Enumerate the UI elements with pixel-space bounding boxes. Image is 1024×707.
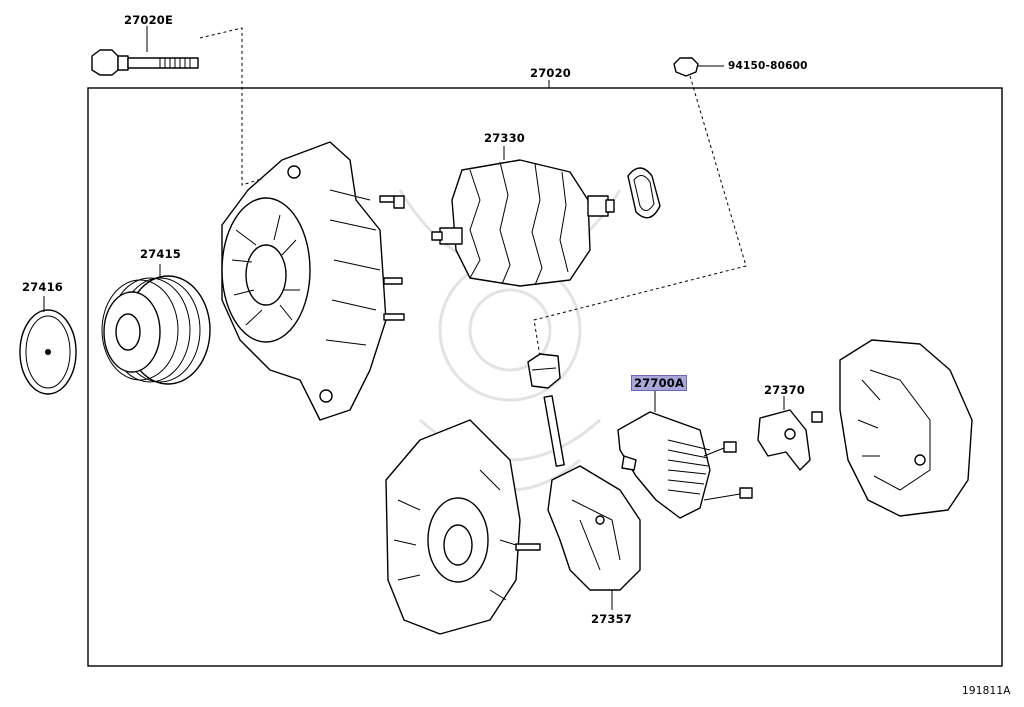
- brush-holder-icon: [543, 395, 641, 591]
- rotor-icon: [431, 159, 615, 287]
- drive-end-frame-icon: [385, 419, 541, 635]
- illustration-id: 191811A: [962, 685, 1011, 697]
- screw-icon: [703, 441, 753, 501]
- regulator-part-number[interactable]: 27700A: [631, 375, 688, 391]
- pulley-cover-icon: [19, 309, 77, 395]
- nut-part-number[interactable]: 94150-80600: [728, 60, 808, 72]
- spacer-ring-icon: [627, 167, 661, 219]
- terminal-insulator-icon: [757, 409, 823, 471]
- rear-end-cover-icon: [839, 339, 973, 517]
- pulley-icon: [101, 275, 211, 385]
- nut-icon: [673, 57, 699, 77]
- bolt-part-number[interactable]: 27020E: [124, 13, 174, 27]
- assembly-part-number[interactable]: 27020: [530, 66, 572, 80]
- regulator-icon: [617, 411, 711, 519]
- rotor-part-number[interactable]: 27330: [484, 131, 526, 145]
- front-housing-icon: [221, 141, 405, 421]
- terminal-insulator-part-number[interactable]: 27370: [764, 383, 806, 397]
- bolt-icon: [91, 49, 199, 76]
- assembly-frame: [87, 87, 1003, 667]
- pulley-cover-part-number[interactable]: 27416: [22, 280, 64, 294]
- pulley-part-number[interactable]: 27415: [140, 247, 182, 261]
- brush-holder-part-number[interactable]: 27357: [591, 612, 633, 626]
- bearing-insulator-icon: [527, 353, 561, 389]
